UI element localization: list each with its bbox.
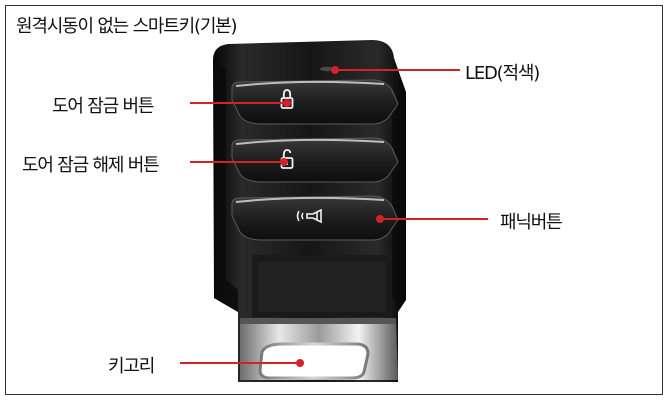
diagram-title: 원격시동이 없는 스마트키(기본) (16, 16, 238, 37)
led-indicator (320, 66, 334, 72)
label-led: LED(적색) (465, 63, 540, 84)
panic-button[interactable] (231, 195, 399, 241)
key-ring-chrome (240, 318, 398, 380)
leader-lines (180, 66, 488, 367)
label-panic-button: 패닉버튼 (500, 212, 563, 233)
key-ring-hole (258, 342, 370, 380)
label-key-ring: 키고리 (108, 356, 155, 377)
horn-icon (296, 208, 322, 224)
unlock-button[interactable] (231, 137, 399, 183)
label-lock-button: 도어 잠금 버튼 (52, 96, 154, 117)
label-unlock-button: 도어 잠금 해제 버튼 (22, 155, 160, 176)
lock-button[interactable] (231, 79, 399, 125)
